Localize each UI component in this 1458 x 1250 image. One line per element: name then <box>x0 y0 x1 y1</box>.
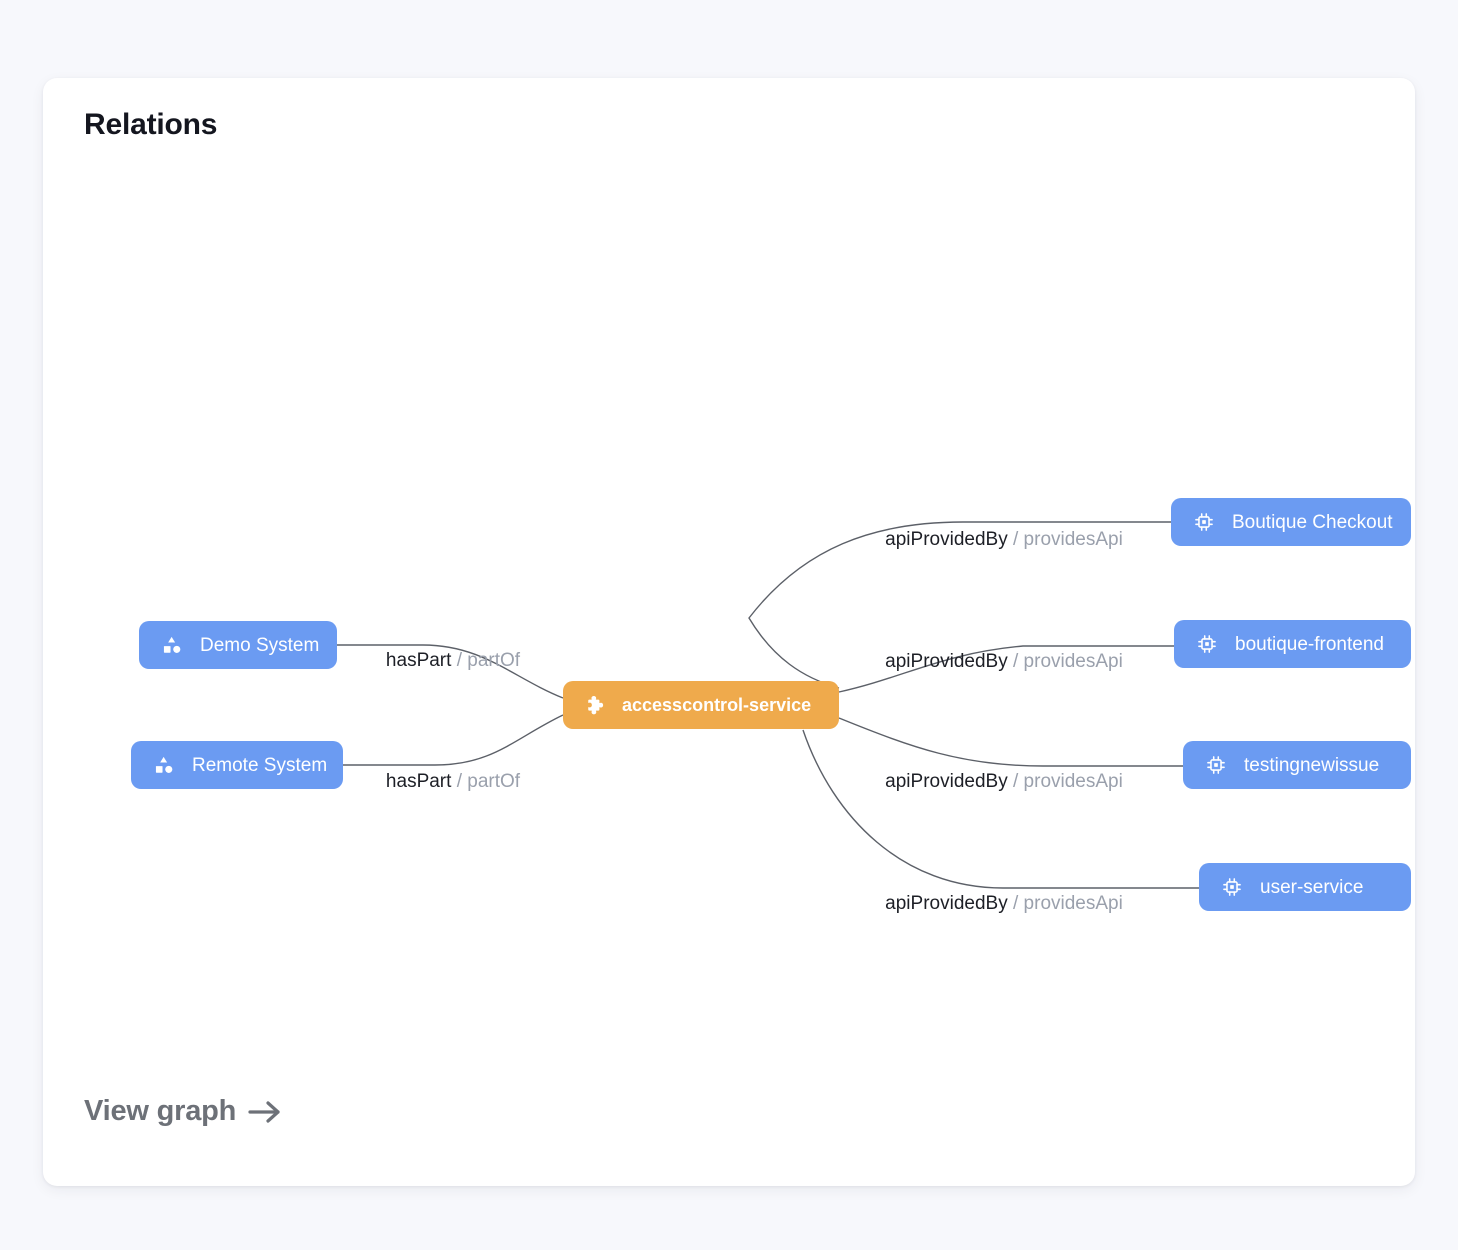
edge-label-reverse: providesApi <box>1023 893 1123 914</box>
edge-label-reverse: providesApi <box>1023 651 1123 672</box>
edge-label-separator: / <box>1007 651 1024 672</box>
graph-edge-edge-user-service <box>802 729 1199 889</box>
graph-node-accesscontrol-service[interactable]: accesscontrol-service <box>563 681 839 729</box>
graph-node-label: testingnewissue <box>1244 754 1380 776</box>
edge-label-forward: hasPart <box>385 650 452 671</box>
graph-edge-label-edge-testingnewissue: apiProvidedBy / providesApi <box>885 771 1123 793</box>
graph-node-boutique-checkout[interactable]: Boutique Checkout <box>1171 498 1411 546</box>
graph-node-label: Demo System <box>200 634 320 656</box>
graph-edge-label-edge-boutique-frontend: apiProvidedBy / providesApi <box>885 651 1123 673</box>
edge-label-forward: apiProvidedBy <box>885 771 1008 792</box>
graph-node-demo-system[interactable]: Demo System <box>139 621 337 669</box>
graph-node-label: accesscontrol-service <box>622 695 812 715</box>
graph-edge-label-edge-user-service: apiProvidedBy / providesApi <box>885 893 1123 915</box>
graph-edge-label-edge-demo-system: hasPart / partOf <box>386 650 520 672</box>
edge-label-separator: / <box>1007 893 1024 914</box>
graph-edge-edge-remote-system <box>343 714 564 766</box>
edge-label-forward: apiProvidedBy <box>885 529 1008 550</box>
edge-label-forward: apiProvidedBy <box>885 651 1008 672</box>
page-title: Relations <box>84 108 218 141</box>
relations-card: Relations accesscontrol-service Demo Syst… <box>43 78 1415 1186</box>
graph-node-remote-system[interactable]: Remote System <box>131 741 343 789</box>
edge-label-reverse: providesApi <box>1023 529 1123 550</box>
cpu-chip-icon <box>1196 633 1218 655</box>
graph-node-label: boutique-frontend <box>1235 633 1384 655</box>
edge-label-forward: apiProvidedBy <box>885 893 1008 914</box>
graph-node-boutique-frontend[interactable]: boutique-frontend <box>1174 620 1411 668</box>
puzzle-piece-icon <box>585 694 607 716</box>
view-graph-link[interactable]: View graph <box>84 1095 282 1128</box>
edge-label-reverse: partOf <box>467 650 521 671</box>
edge-label-separator: / <box>1007 529 1024 550</box>
graph-node-label: Boutique Checkout <box>1232 511 1393 533</box>
cpu-chip-icon <box>1205 754 1227 776</box>
arrow-right-icon <box>248 1099 282 1125</box>
graph-node-user-service[interactable]: user-service <box>1199 863 1411 911</box>
edge-label-reverse: providesApi <box>1023 771 1123 792</box>
graph-node-testingnewissue[interactable]: testingnewissue <box>1183 741 1411 789</box>
edge-label-separator: / <box>1007 771 1024 792</box>
graph-edge-edge-testingnewissue <box>838 717 1183 767</box>
graph-node-label: user-service <box>1260 876 1364 898</box>
edge-label-separator: / <box>451 771 468 792</box>
edge-label-separator: / <box>451 650 468 671</box>
edge-label-forward: hasPart <box>385 771 452 792</box>
view-graph-label: View graph <box>84 1095 237 1127</box>
edge-label-reverse: partOf <box>467 771 521 792</box>
graph-node-label: Remote System <box>192 754 328 776</box>
graph-edge-label-edge-remote-system: hasPart / partOf <box>386 771 520 793</box>
cpu-chip-icon <box>1193 511 1215 533</box>
shapes-icon <box>161 634 183 656</box>
shapes-icon <box>153 754 175 776</box>
graph-edge-label-edge-boutique-checkout: apiProvidedBy / providesApi <box>885 529 1123 551</box>
cpu-chip-icon <box>1221 876 1243 898</box>
